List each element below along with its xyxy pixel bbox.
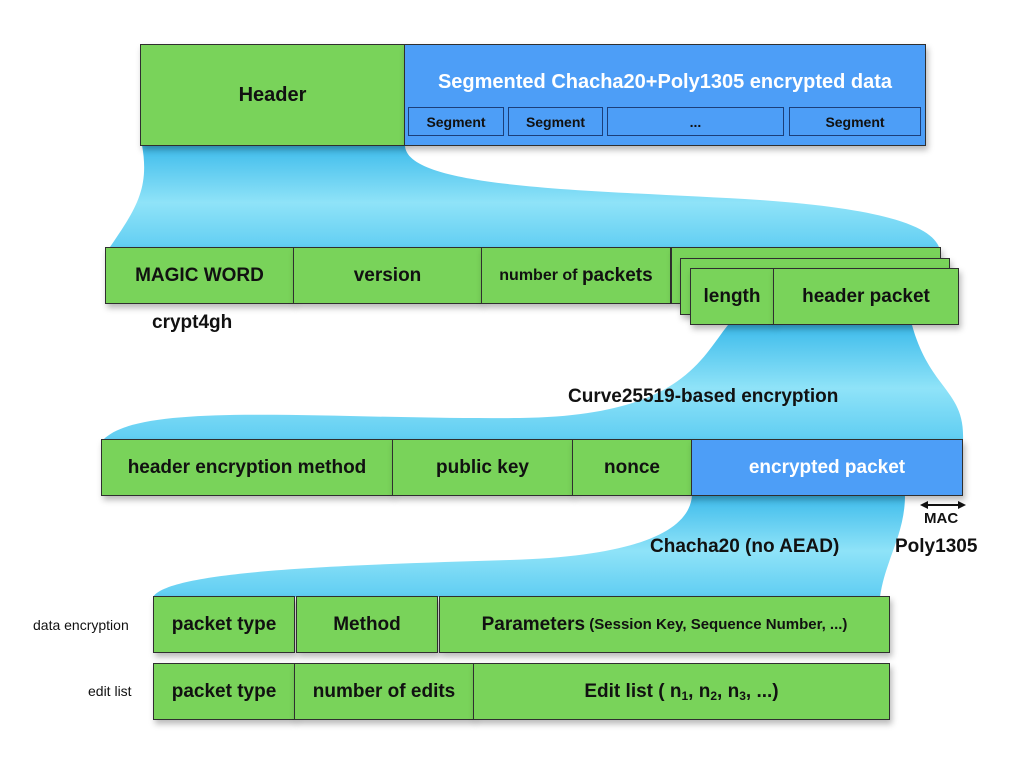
encrypted-packet-box: encrypted packet <box>691 439 963 496</box>
segment-last: Segment <box>789 107 921 136</box>
data-encryption-side-label: data encryption <box>33 617 129 633</box>
header-box-label: Header <box>238 83 307 106</box>
number-of-packets-box: number of packets <box>481 247 671 304</box>
segmented-data-title: Segmented Chacha20+Poly1305 encrypted da… <box>437 71 893 93</box>
segment-1-label: Segment <box>426 113 486 130</box>
mac-label: MAC <box>924 510 959 527</box>
funnel-header-to-fields <box>108 145 940 250</box>
nonce-box: nonce <box>572 439 692 496</box>
header-encryption-method-box: header encryption method <box>101 439 393 496</box>
curve25519-label: Curve25519-based encryption <box>568 386 839 407</box>
header-encryption-method-label: header encryption method <box>127 456 367 478</box>
funnel-encrypted-to-packets <box>153 495 905 597</box>
packet-type-box-edit-list: packet type <box>153 663 295 720</box>
length-box: length <box>690 268 774 325</box>
magic-word-label: MAGIC WORD <box>135 264 264 286</box>
chacha20-label: Chacha20 (no AEAD) <box>650 536 840 557</box>
segment-ellipsis: ... <box>607 107 784 136</box>
version-label: version <box>353 264 422 286</box>
nonce-label: nonce <box>604 456 660 478</box>
parameters-detail-label: (Session Key, Sequence Number, ...) <box>585 616 848 633</box>
edit-list-sep-2: , n <box>717 680 740 702</box>
mac-arrow <box>920 501 966 509</box>
encrypted-packet-label: encrypted packet <box>748 456 906 478</box>
number-of-label: number of <box>499 266 582 284</box>
public-key-label: public key <box>436 456 529 478</box>
poly1305-label: Poly1305 <box>895 536 978 557</box>
packet-type-label-edit-list: packet type <box>171 680 277 702</box>
header-packet-box: header packet <box>773 268 959 325</box>
segment-2: Segment <box>508 107 603 136</box>
segment-last-label: Segment <box>825 113 885 130</box>
segment-1: Segment <box>408 107 504 136</box>
parameters-label: Parameters <box>481 613 586 635</box>
public-key-box: public key <box>392 439 573 496</box>
segment-ellipsis-label: ... <box>689 113 702 130</box>
parameters-box: Parameters (Session Key, Sequence Number… <box>439 596 890 653</box>
funnel-packet-to-curve <box>103 325 964 440</box>
length-label: length <box>703 285 761 307</box>
edit-list-label: Edit list ( n1, n2, n3, ...) <box>584 681 778 703</box>
edit-list-sep-1: , n <box>688 680 711 702</box>
number-of-edits-box: number of edits <box>294 663 474 720</box>
header-packet-label: header packet <box>802 285 930 307</box>
packet-type-label-data-encryption: packet type <box>171 613 277 635</box>
edit-list-prefix: Edit list ( n <box>584 680 682 702</box>
edit-list-sub-3: 3 <box>739 688 746 703</box>
version-box: version <box>293 247 482 304</box>
packet-type-box-data-encryption: packet type <box>153 596 295 653</box>
method-label: Method <box>333 613 401 635</box>
edit-list-box: Edit list ( n1, n2, n3, ...) <box>473 663 890 720</box>
edit-list-sub-1: 1 <box>681 688 689 703</box>
segment-2-label: Segment <box>525 113 586 130</box>
packets-label: packets <box>581 264 653 286</box>
edit-list-suffix: , ...) <box>745 680 779 702</box>
header-box: Header <box>140 44 405 146</box>
edit-list-side-label: edit list <box>88 683 132 699</box>
magic-word-box: MAGIC WORD <box>105 247 294 304</box>
crypt4gh-caption: crypt4gh <box>152 312 233 333</box>
method-box: Method <box>296 596 438 653</box>
number-of-edits-label: number of edits <box>312 680 456 702</box>
edit-list-sub-2: 2 <box>710 688 718 703</box>
